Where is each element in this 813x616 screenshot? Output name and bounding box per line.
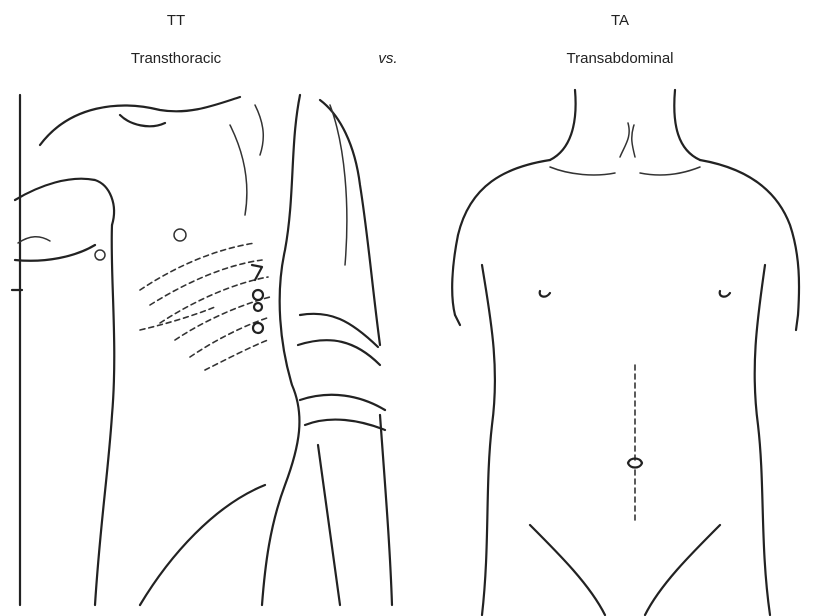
transthoracic-abbreviation: TT — [146, 12, 206, 29]
nipple-marker — [540, 291, 730, 297]
versus-label: vs. — [368, 50, 408, 67]
patient-front-outline — [452, 90, 799, 615]
surgical-drape — [298, 100, 392, 605]
transabdominal-title: Transabdominal — [540, 50, 700, 67]
transthoracic-illustration — [0, 85, 400, 616]
transabdominal-abbreviation: TA — [590, 12, 650, 29]
transabdominal-illustration — [420, 85, 813, 616]
rib-dashed-lines — [140, 243, 270, 370]
patient-side-outline — [12, 95, 300, 605]
nipple-marker — [95, 229, 186, 260]
transthoracic-title: Transthoracic — [100, 50, 252, 67]
